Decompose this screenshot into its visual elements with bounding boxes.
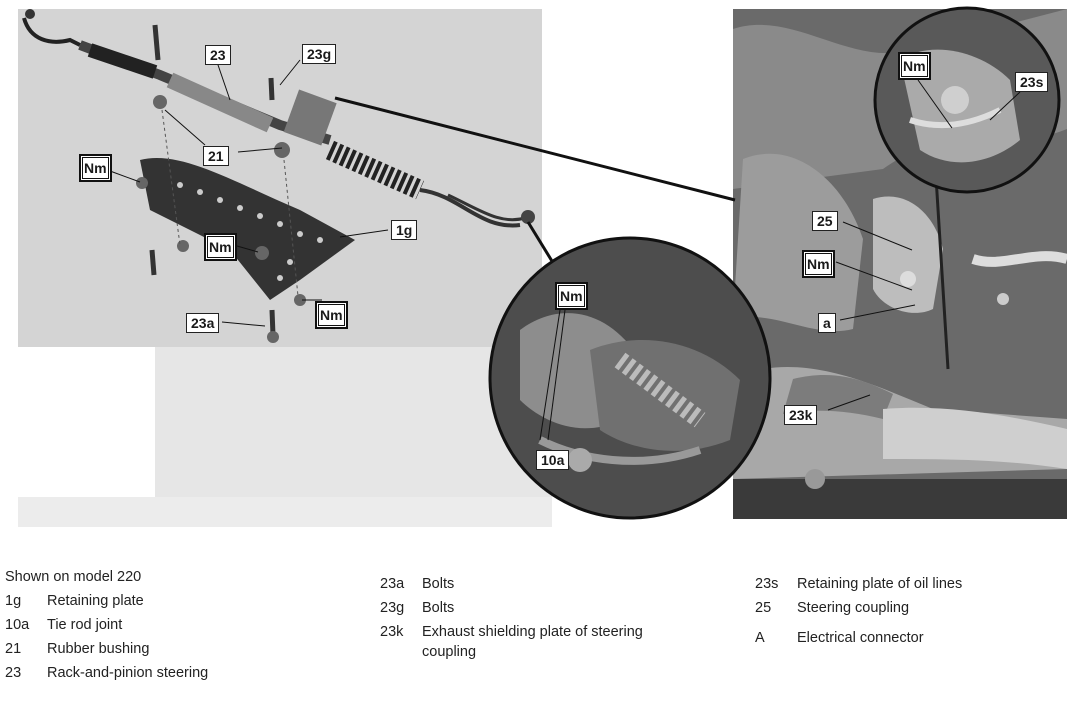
torque-label: Nm bbox=[555, 282, 588, 310]
callout-23s: 23s bbox=[1015, 72, 1049, 92]
callout-21: 21 bbox=[203, 146, 229, 166]
callout-23k: 23k bbox=[784, 405, 818, 425]
panel-shadow bbox=[18, 497, 552, 527]
callout-23g: 23g bbox=[302, 44, 337, 64]
torque-label: Nm bbox=[204, 233, 237, 261]
callout-10a: 10a bbox=[536, 450, 570, 470]
callout-1g: 1g bbox=[391, 220, 418, 240]
torque-label: Nm bbox=[898, 52, 931, 80]
legend-caption: Shown on model 220 bbox=[5, 569, 142, 585]
torque-label: Nm bbox=[79, 154, 112, 182]
torque-label: Nm bbox=[802, 250, 835, 278]
callout-a: a bbox=[818, 313, 836, 333]
callout-25: 25 bbox=[812, 211, 838, 231]
callout-23: 23 bbox=[205, 45, 231, 65]
callout-23a: 23a bbox=[186, 313, 220, 333]
torque-label: Nm bbox=[315, 301, 348, 329]
panel-shadow bbox=[155, 347, 552, 497]
